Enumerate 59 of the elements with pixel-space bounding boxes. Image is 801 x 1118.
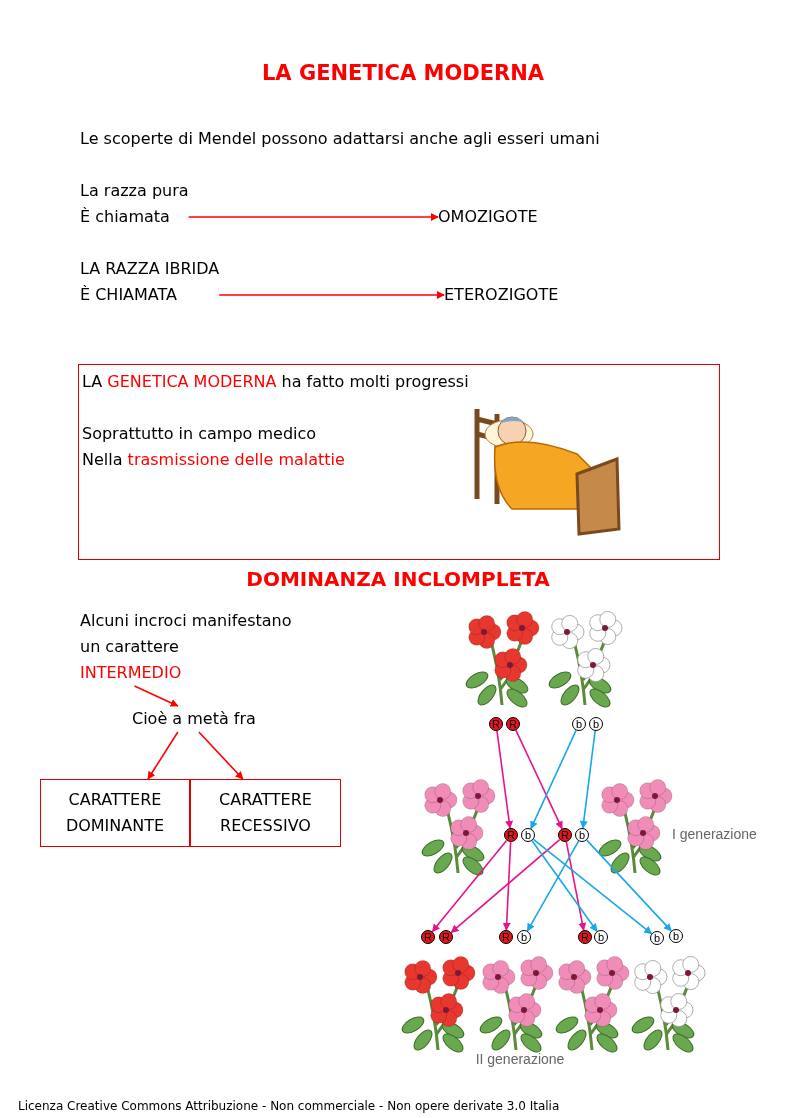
arrow: [187, 213, 439, 221]
allele-circle: b: [669, 929, 683, 943]
allele-circle: b: [650, 931, 664, 945]
arrow: [579, 730, 596, 829]
title: LA GENETICA MODERNA: [261, 60, 545, 86]
text: Nella: [82, 450, 123, 469]
text: Soprattutto in campo medico: [82, 424, 317, 443]
text: LA: [82, 372, 103, 391]
arrow: [496, 730, 514, 829]
text-box: [78, 364, 720, 560]
arrow: [133, 685, 179, 707]
allele-circle: b: [589, 717, 603, 731]
text: OMOZIGOTE: [438, 206, 538, 228]
allele-circle: b: [594, 930, 608, 944]
arrow: [531, 839, 598, 933]
text: CARATTERE RECESSIVO: [218, 789, 313, 837]
text: Le scoperte di Mendel possono adattarsi anche agli esseri umani: [80, 128, 600, 150]
text: ETEROZIGOTE: [444, 284, 559, 306]
allele-circle: b: [521, 828, 535, 842]
arrow: [218, 291, 445, 299]
text: trasmissione delle malattie: [127, 450, 345, 469]
allele-circle: R: [421, 930, 435, 944]
arrow: [198, 731, 244, 780]
heading: DOMINANZA INCLOMPLETA: [246, 566, 550, 592]
arrow: [530, 729, 577, 830]
text: Alcuni incroci manifestano un carattere: [80, 610, 293, 658]
text: La razza pura: [80, 180, 189, 202]
allele-circle: R: [506, 717, 520, 731]
arrow: [515, 729, 563, 830]
text: È chiamata: [80, 206, 171, 228]
arrow: [147, 731, 179, 780]
text: Licenza Creative Commons Attribuzione - Non commerciale - Non opere derivate 3.0 Italia: [18, 1098, 560, 1115]
allele-circle: R: [504, 828, 518, 842]
text: LA RAZZA IBRIDA: [80, 258, 220, 280]
allele-circle: b: [575, 828, 589, 842]
arrow: [502, 841, 512, 931]
arrow: [431, 839, 508, 933]
allele-circle: R: [439, 930, 453, 944]
allele-circle: R: [578, 930, 592, 944]
text: I generazione: [672, 826, 757, 842]
text: È CHIAMATA: [80, 284, 179, 306]
allele-circle: b: [572, 717, 586, 731]
text: Cioè a metà fra: [132, 708, 256, 730]
text: GENETICA MODERNA: [107, 372, 277, 391]
allele-circle: b: [517, 930, 531, 944]
arrow: [565, 841, 587, 931]
text-box: [40, 779, 190, 847]
text: ha fatto molti progressi: [281, 372, 469, 391]
arrow: [532, 838, 653, 935]
allele-circle: R: [558, 828, 572, 842]
text: II generazione: [475, 1051, 565, 1067]
text-box: [190, 779, 341, 847]
allele-circle: R: [499, 930, 513, 944]
allele-circle: R: [489, 717, 503, 731]
arrow: [450, 838, 561, 934]
text: CARATTERE DOMINANTE: [64, 789, 166, 837]
text: INTERMEDIO: [80, 662, 183, 684]
arrow: [585, 839, 673, 932]
arrow: [526, 840, 580, 932]
